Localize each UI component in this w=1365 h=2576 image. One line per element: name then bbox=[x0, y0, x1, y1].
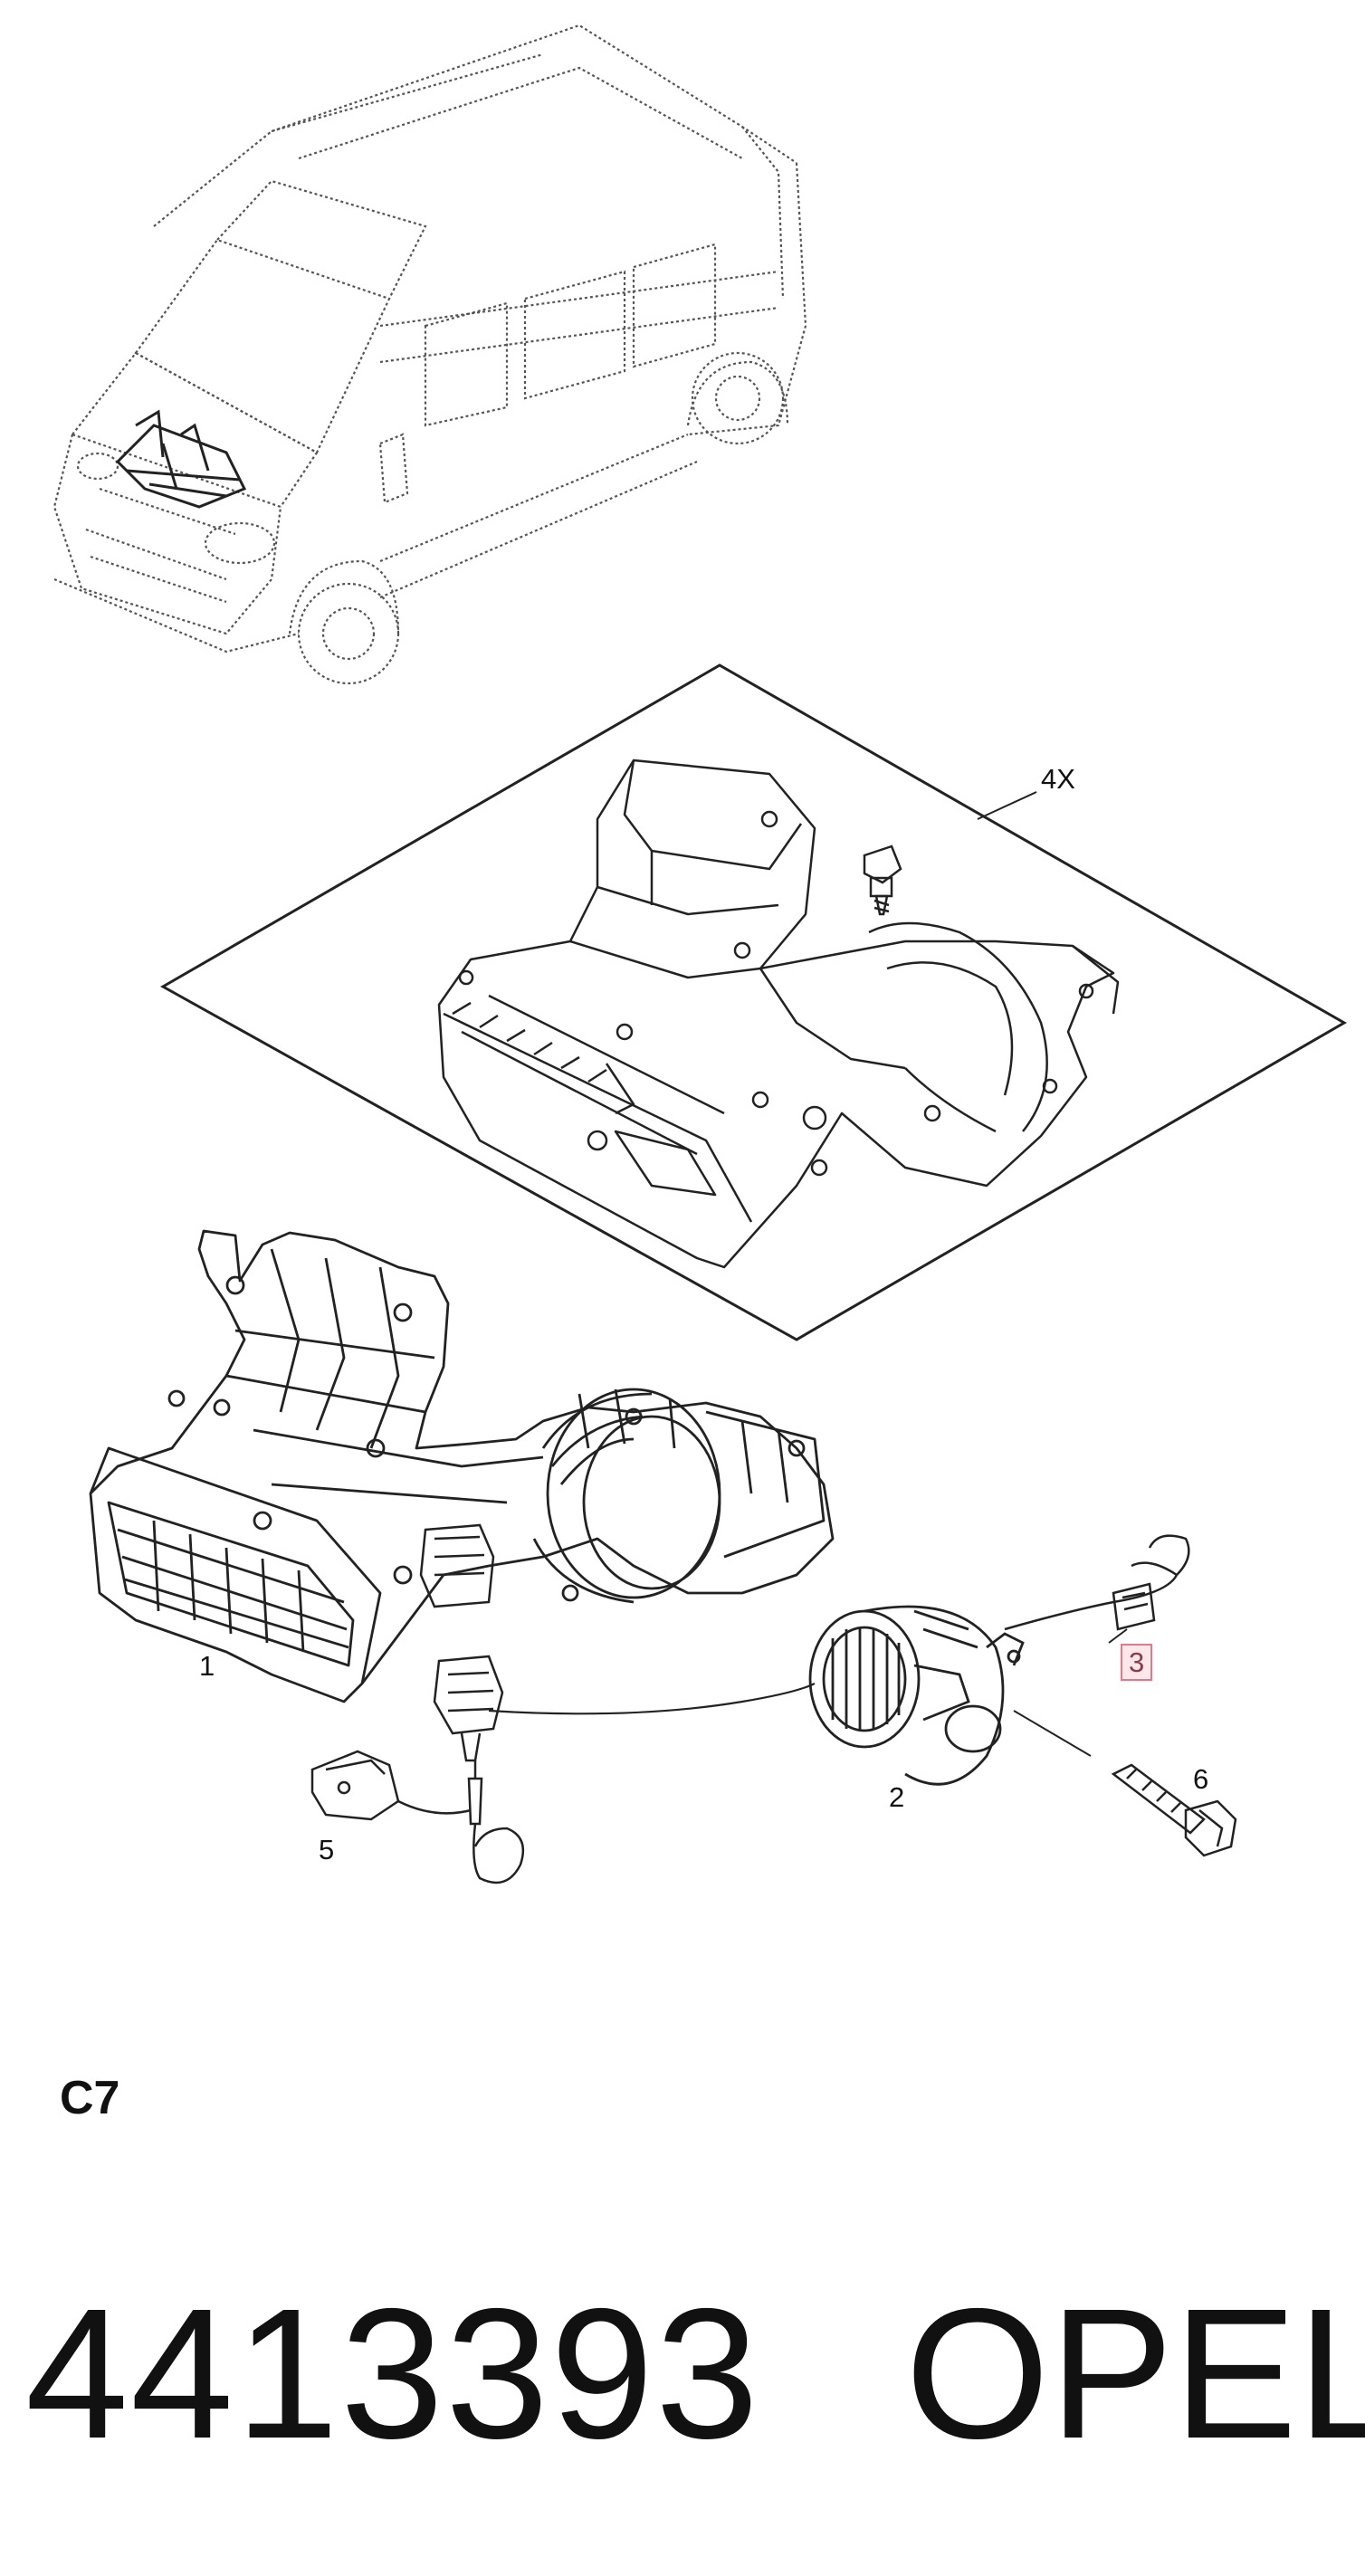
connector-3 bbox=[1004, 1534, 1190, 1631]
blower-motor bbox=[808, 1605, 1025, 1786]
kit-screw bbox=[863, 844, 902, 916]
callout-1: 1 bbox=[199, 1650, 215, 1682]
callout-6: 6 bbox=[1193, 1763, 1209, 1795]
resistor-on-housing bbox=[419, 1523, 495, 1608]
resistor-module bbox=[433, 1655, 504, 1762]
actuator-5 bbox=[310, 1750, 472, 1821]
kit-box bbox=[159, 663, 1348, 1341]
part-number: 4413393 bbox=[25, 2270, 761, 2477]
callout-5: 5 bbox=[319, 1834, 335, 1865]
screw-6 bbox=[1111, 1763, 1237, 1857]
wire-harness-1 bbox=[488, 1683, 816, 1715]
section-code: C7 bbox=[60, 2072, 120, 2124]
temp-sensor bbox=[467, 1760, 525, 1884]
hvac-assembly bbox=[89, 1229, 835, 1703]
callout-3: 3 bbox=[1121, 1644, 1153, 1681]
leader-lines bbox=[1013, 1628, 1128, 1757]
parts-diagram bbox=[52, 24, 1348, 1884]
callout-2: 2 bbox=[889, 1781, 905, 1813]
brand-name: OPEL bbox=[905, 2270, 1365, 2477]
van-hvac-location bbox=[115, 409, 247, 509]
duct-housing-kit bbox=[437, 758, 1120, 1269]
callout-4x: 4X bbox=[1041, 763, 1075, 795]
van-illustration bbox=[52, 24, 807, 685]
